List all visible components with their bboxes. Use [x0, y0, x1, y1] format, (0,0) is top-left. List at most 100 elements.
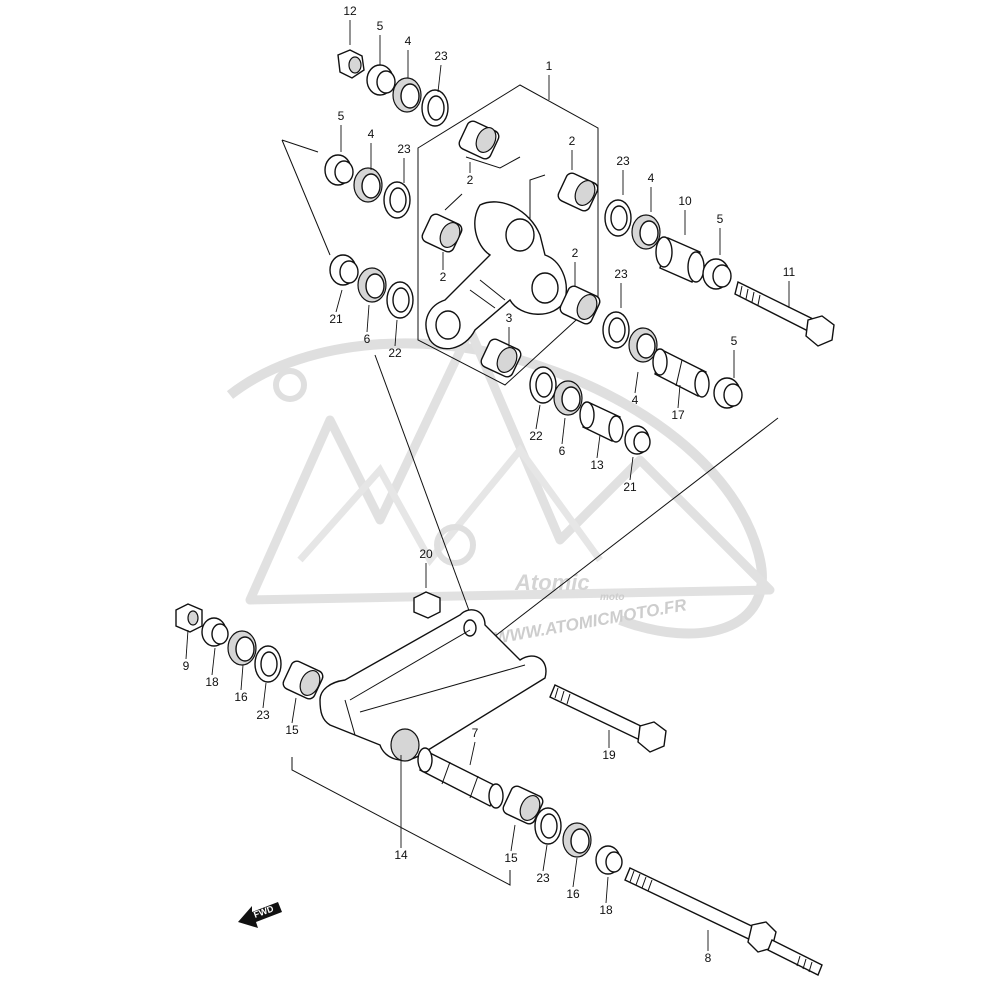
callout-15b: 15 [504, 851, 518, 865]
callout-2b: 2 [467, 173, 474, 187]
bearing-2-right [557, 172, 599, 212]
callout-2d: 2 [440, 270, 447, 284]
oil-seal-16-right [562, 822, 592, 858]
callout-14: 14 [394, 848, 408, 862]
spacer-10 [655, 236, 705, 283]
callout-16b: 16 [566, 887, 580, 901]
bolt-11 [734, 280, 835, 347]
nut-12-top [337, 49, 365, 79]
callout-5b: 5 [338, 109, 345, 123]
watermark-site: WWW.ATOMICMOTO.FR [492, 595, 688, 648]
callout-6b: 6 [559, 444, 566, 458]
callout-23b: 23 [397, 142, 411, 156]
collar-18-right [595, 845, 623, 875]
callout-23e: 23 [256, 708, 270, 722]
leader-line-13 [596, 434, 601, 459]
spacer-13 [579, 401, 624, 443]
leader-line-22a [394, 319, 398, 347]
bearing-3 [480, 338, 522, 378]
washer-23-right [604, 199, 632, 237]
callout-15a: 15 [285, 723, 299, 737]
callout-5d: 5 [731, 334, 738, 348]
leader-line-21b [629, 456, 634, 481]
callout-23a: 23 [434, 49, 448, 63]
callout-16a: 16 [234, 690, 248, 704]
washer-23-lower-right [534, 807, 562, 845]
leader-line-15a [291, 697, 297, 724]
washer-23-left [383, 181, 411, 219]
leader-line-23a [437, 64, 442, 93]
watermark-brand-sub: moto [600, 592, 624, 603]
oil-seal-4-left [353, 167, 383, 203]
callout-4d: 4 [632, 393, 639, 407]
callout-3: 3 [506, 311, 513, 325]
collar-5-top [366, 64, 396, 96]
callout-11: 11 [783, 265, 796, 279]
nut-9 [175, 603, 203, 633]
cushion-rod-part-14 [319, 609, 547, 762]
leader-line-22b [535, 404, 541, 430]
oil-seal-4-top [392, 77, 422, 113]
callout-21b: 21 [623, 480, 637, 494]
washer-22-middle [529, 366, 557, 404]
collar-18-left [201, 617, 229, 647]
callout-18a: 18 [205, 675, 219, 689]
leader-line-4d [634, 371, 639, 394]
leader-line-18b [605, 876, 609, 904]
callout-7: 7 [472, 726, 479, 740]
callout-21a: 21 [329, 312, 343, 326]
leader-line-15b [510, 824, 516, 852]
callout-19: 19 [602, 748, 616, 762]
bearing-15-left [282, 660, 324, 700]
leader-line-18a [211, 647, 216, 676]
callout-8: 8 [705, 951, 712, 965]
leader-line-7 [469, 741, 476, 766]
washer-22-left [386, 281, 414, 319]
collar-21-left [329, 254, 359, 286]
oil-seal-4-right-lower [628, 327, 658, 363]
bearing-15-right [502, 785, 544, 825]
callout-5c: 5 [717, 212, 724, 226]
callout-4a: 4 [405, 34, 412, 48]
fwd-direction-arrow: FWD [238, 902, 282, 928]
callout-23f: 23 [536, 871, 550, 885]
callout-6a: 6 [364, 332, 371, 346]
cushion-lever-part-1 [425, 201, 567, 350]
bearing-2-lower [559, 285, 601, 325]
callout-2c: 2 [572, 246, 579, 260]
watermark-brand: Atomic [514, 570, 590, 595]
washer-23-right-lower [602, 311, 630, 349]
collar-5-left [324, 154, 354, 186]
bolt-19 [549, 684, 667, 753]
leader-line-23e [262, 682, 267, 709]
callout-13: 13 [590, 458, 604, 472]
oil-seal-6-left [357, 267, 387, 303]
callout-1: 1 [546, 59, 553, 73]
bearing-2-top [458, 120, 500, 160]
callout-10: 10 [678, 194, 692, 208]
leader-line-16b [572, 857, 578, 888]
callout-2a: 2 [569, 134, 576, 148]
bolt-8 [624, 867, 823, 976]
collar-5-right-lower [713, 377, 743, 409]
leader-line-9 [185, 629, 189, 660]
callout-23c: 23 [616, 154, 630, 168]
washer-23-lower-left [254, 645, 282, 683]
leader-line-6b [561, 417, 566, 445]
leader-line-16a [240, 664, 244, 691]
callout-23d: 23 [614, 267, 628, 281]
callout-22a: 22 [388, 346, 402, 360]
leader-line-21a [335, 289, 343, 313]
leader-line-17 [677, 384, 681, 409]
callout-9: 9 [183, 659, 190, 673]
spacer-17 [652, 348, 710, 398]
group-outlines [281, 84, 779, 886]
washer-23-top [421, 89, 449, 127]
callout-12a: 12 [343, 4, 357, 18]
leader-line-6a [366, 304, 370, 333]
callout-22b: 22 [529, 429, 543, 443]
callout-17: 17 [671, 408, 685, 422]
spacer-7 [417, 747, 504, 809]
